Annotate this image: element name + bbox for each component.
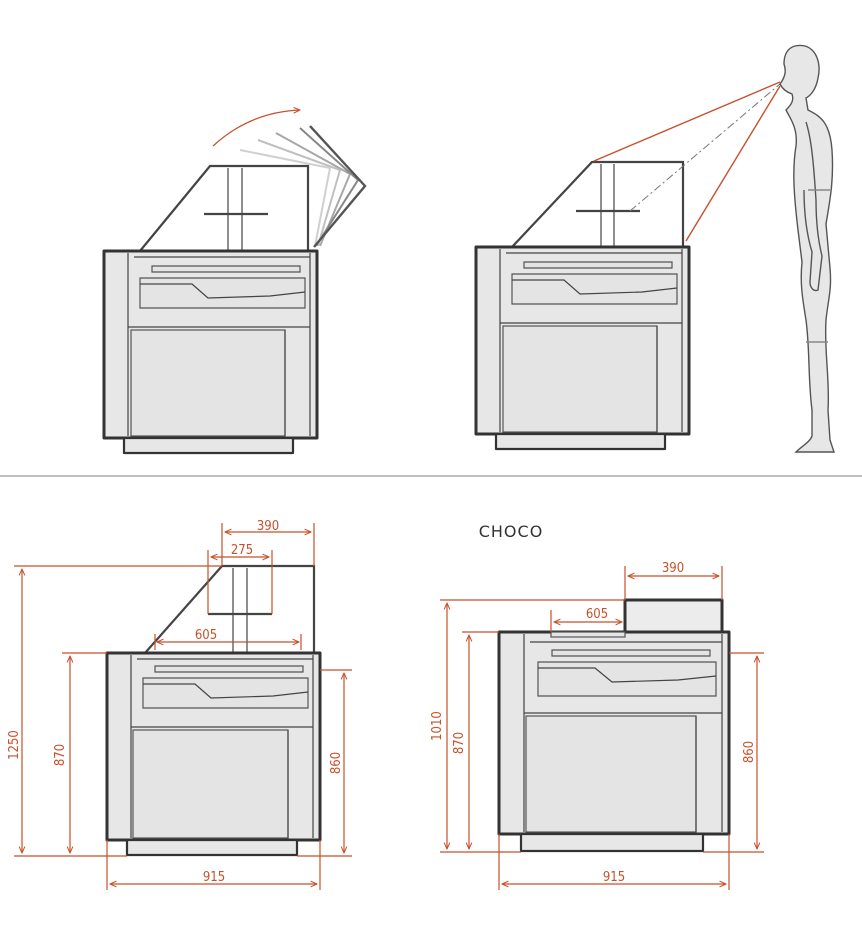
glass-positions bbox=[239, 125, 367, 248]
dim-1250: 1250 bbox=[7, 730, 22, 760]
counter-open-glass-view bbox=[102, 110, 367, 455]
sight-line-bottom bbox=[685, 85, 781, 242]
dim-275: 275 bbox=[231, 543, 253, 558]
dim-390: 390 bbox=[257, 519, 279, 534]
counter-viewing-angle-view bbox=[474, 44, 835, 453]
dim-860: 860 bbox=[329, 752, 344, 774]
dim-870: 870 bbox=[53, 744, 68, 766]
dimensioned-view-tall: 390 275 605 1250 870 860 915 bbox=[7, 519, 352, 890]
mannequin-figure bbox=[779, 44, 835, 453]
dim-870-b: 870 bbox=[452, 732, 467, 754]
dim-915-b: 915 bbox=[603, 870, 625, 885]
dimensioned-view-low: 390 605 1010 870 860 915 bbox=[430, 561, 764, 890]
dim-605-b: 605 bbox=[586, 607, 608, 622]
dim-390-b: 390 bbox=[662, 561, 684, 576]
dim-605: 605 bbox=[195, 628, 217, 643]
dim-860-b: 860 bbox=[742, 741, 757, 763]
model-title: CHOCO bbox=[479, 522, 544, 541]
sight-line-center bbox=[629, 83, 781, 212]
glass-open-arrow bbox=[212, 110, 300, 147]
sight-line-top bbox=[593, 81, 781, 162]
dim-915: 915 bbox=[203, 870, 225, 885]
dim-1010: 1010 bbox=[430, 711, 445, 741]
